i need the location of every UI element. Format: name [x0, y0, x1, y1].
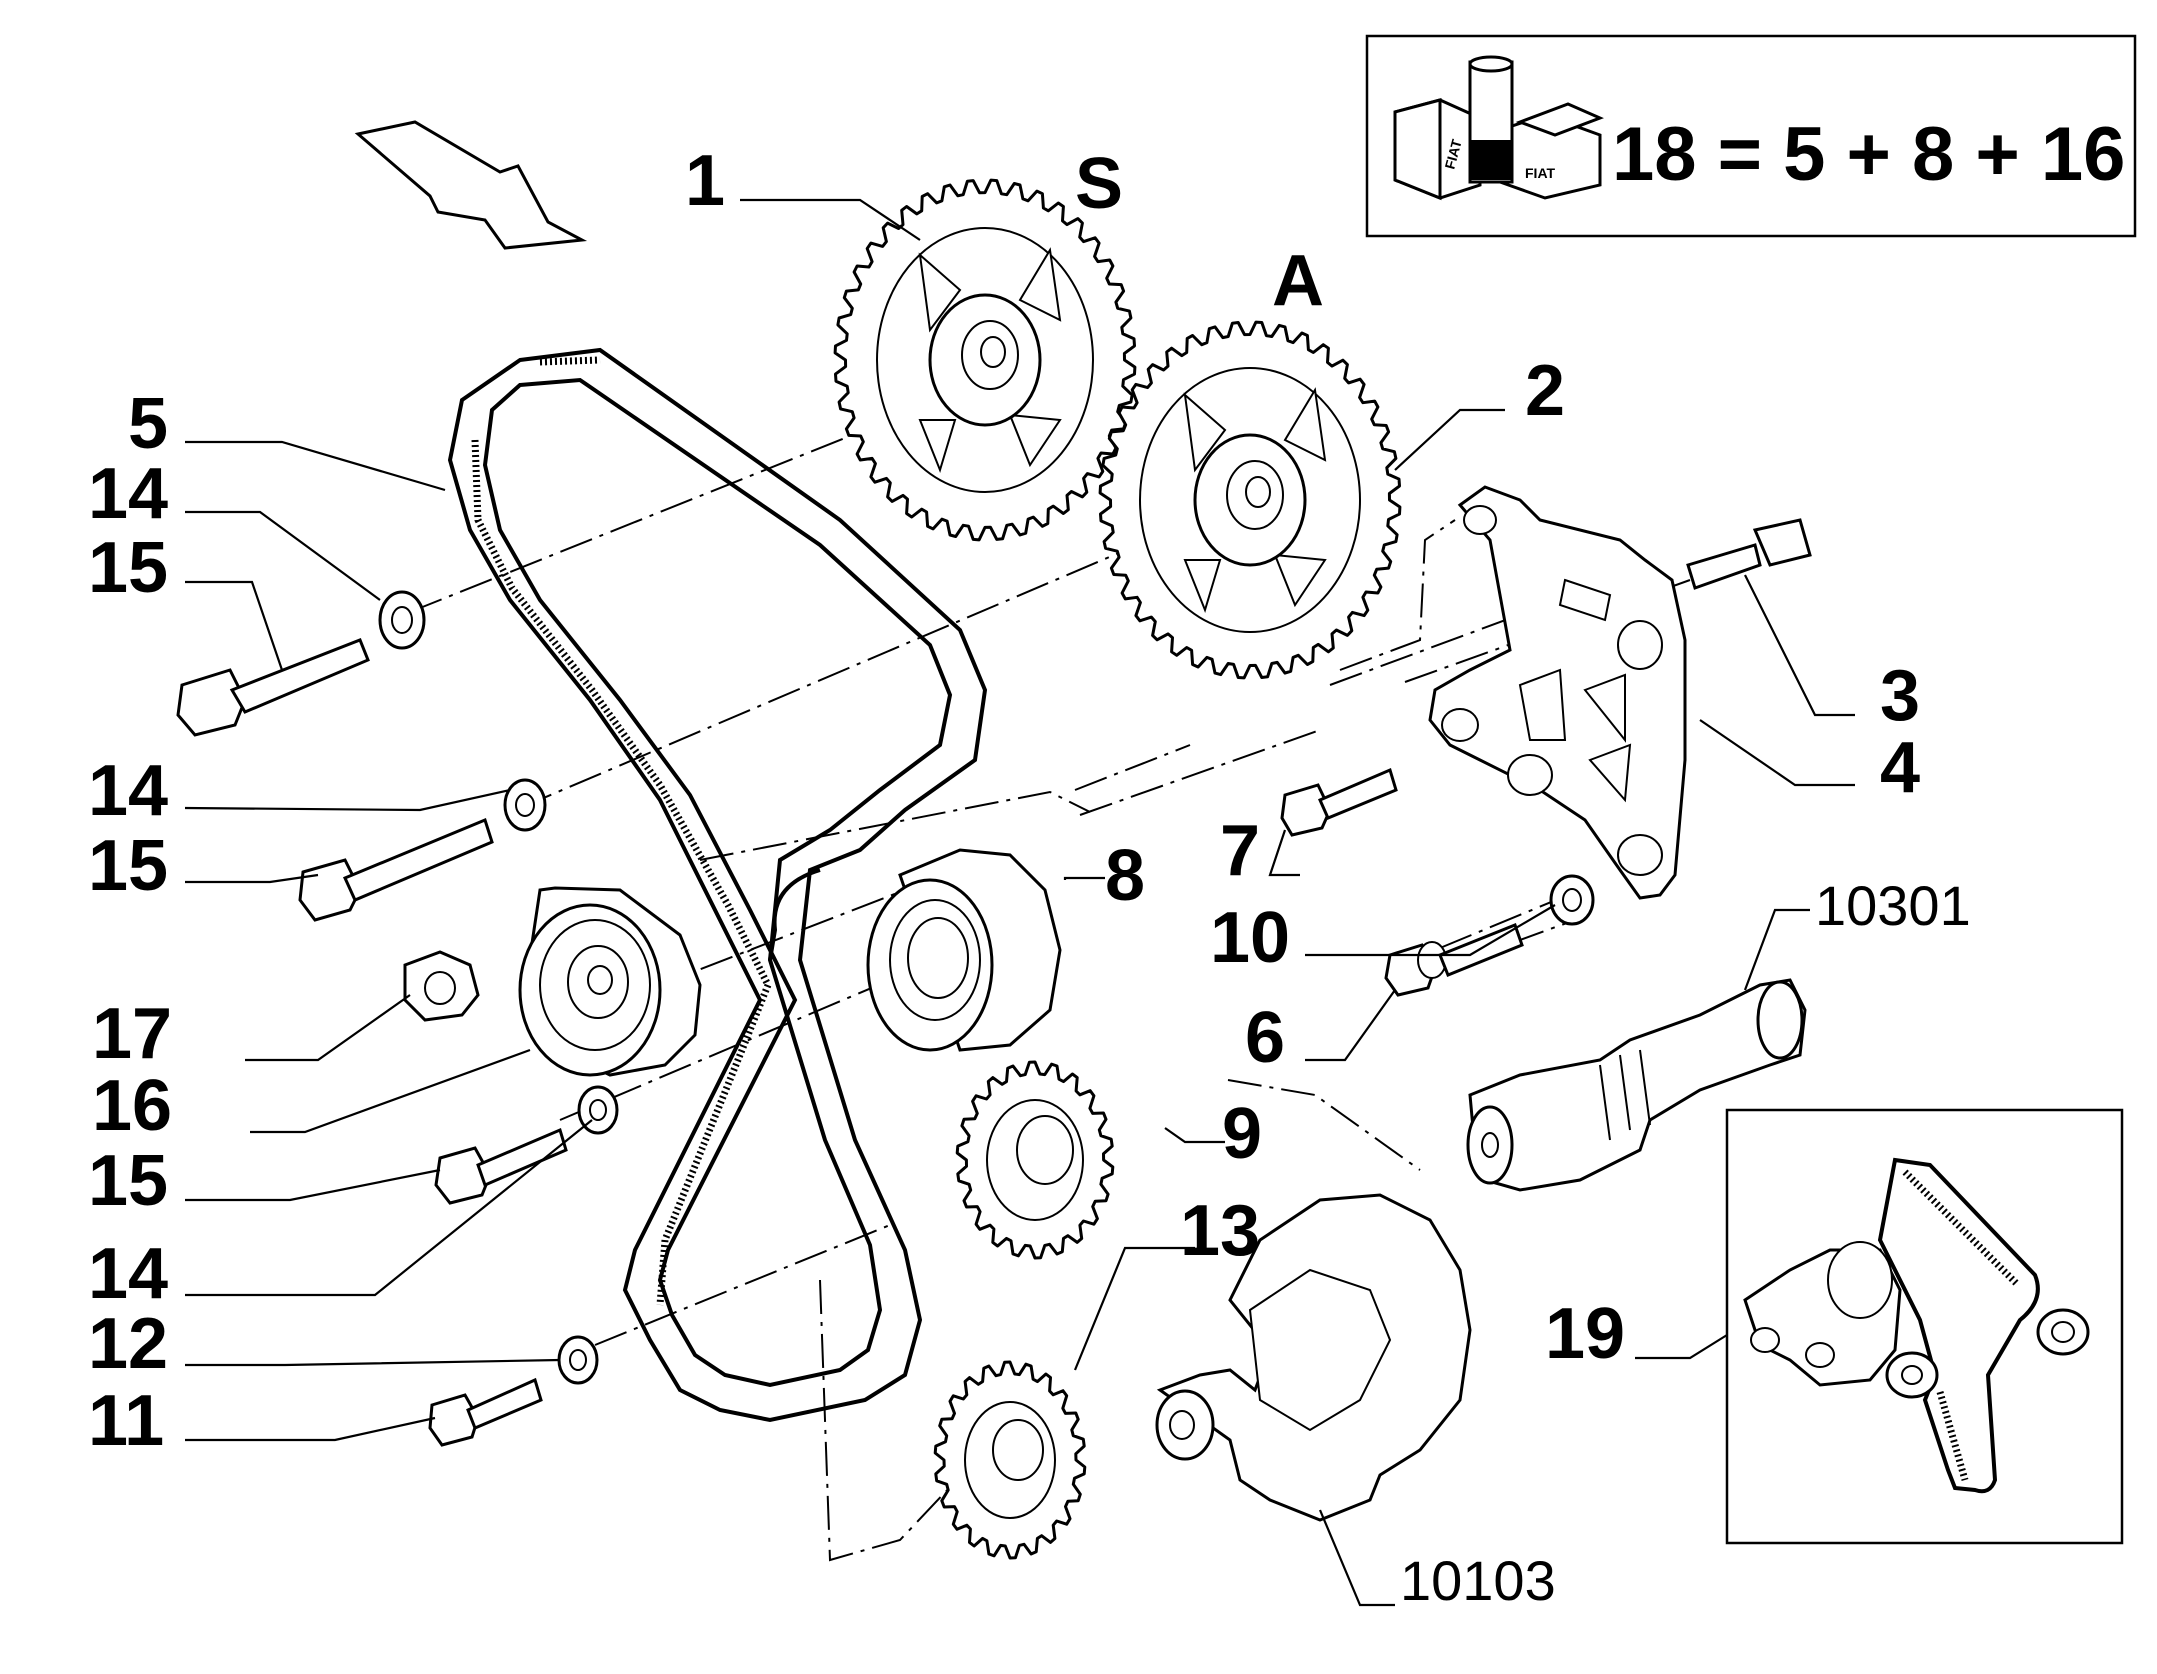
kit-box: FIAT FIAT 18 = 5 + 8 + 16: [1365, 34, 2137, 238]
callout-6: 6: [1245, 998, 1285, 1078]
timing-belt: [447, 347, 988, 1423]
sprocket-label-a: A: [1272, 241, 1324, 321]
callout-19: 19: [1545, 1294, 1625, 1374]
kit-brand-mark-2: FIAT: [1525, 165, 1556, 181]
callout-17: 17: [92, 994, 172, 1074]
camshaft-sprocket-exhaust: [833, 178, 1137, 542]
kit-formula: 18 = 5 + 8 + 16: [1612, 112, 2125, 197]
bracket-screw: [1686, 518, 1812, 590]
callout-14-lower: 14: [88, 1234, 168, 1314]
callout-3: 3: [1880, 656, 1920, 736]
callout-1: 1: [685, 141, 725, 221]
sprocket-label-s: S: [1075, 144, 1123, 224]
callout-8: 8: [1105, 836, 1145, 916]
leader-lines: [184, 198, 1855, 1607]
callout-9: 9: [1222, 1094, 1262, 1174]
callout-15-top: 15: [88, 528, 168, 608]
rotation-direction-arrow-icon: [354, 120, 588, 250]
callout-7: 7: [1220, 811, 1260, 891]
callout-15-middle: 15: [88, 826, 168, 906]
reference-10301: 10301: [1815, 874, 1971, 937]
inset-box: [1725, 1108, 2124, 1545]
callout-12: 12: [88, 1304, 168, 1384]
callout-14-top: 14: [88, 454, 168, 534]
callout-15-lower: 15: [88, 1141, 168, 1221]
reference-10103: 10103: [1400, 1549, 1556, 1612]
callout-11: 11: [88, 1381, 164, 1461]
belt-tensioner: [518, 886, 702, 1077]
callout-10: 10: [1210, 898, 1290, 978]
idler-pulley: [866, 848, 1062, 1052]
callout-2: 2: [1525, 351, 1565, 431]
kit-package-icon: FIAT FIAT: [1393, 55, 1604, 201]
callout-5: 5: [128, 384, 168, 464]
camshaft-sprocket-intake: [1098, 320, 1402, 680]
crankshaft: [1155, 1193, 1472, 1522]
balance-shaft: [1466, 978, 1807, 1192]
callout-4: 4: [1880, 728, 1920, 808]
callout-14-middle: 14: [88, 751, 168, 831]
crankshaft-sprocket: [933, 1360, 1087, 1560]
kit-brand-mark: FIAT: [1441, 137, 1464, 171]
callout-16: 16: [92, 1066, 172, 1146]
callout-13: 13: [1180, 1191, 1260, 1271]
tensioner-bracket: [1428, 485, 1687, 900]
fasteners: [176, 590, 1595, 1447]
auxiliary-sprocket: [955, 1060, 1115, 1260]
callout-labels: 1 2 3 4 5 14 15 14 15 17 16 15 14 12 11 …: [88, 141, 1971, 1612]
